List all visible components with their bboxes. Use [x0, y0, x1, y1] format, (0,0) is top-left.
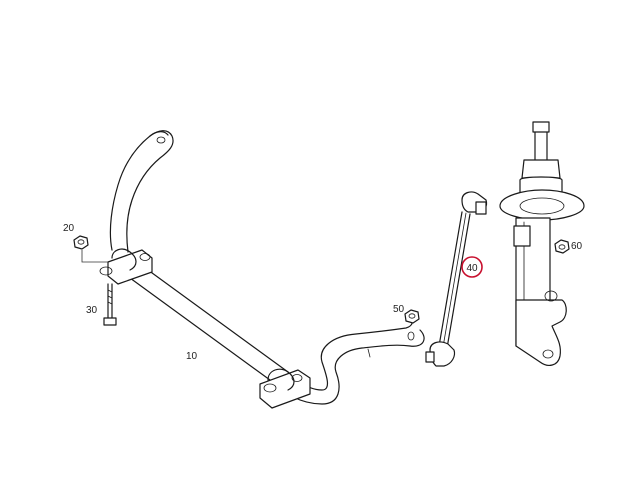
hex-nut[interactable]: [73, 235, 89, 250]
callout-30[interactable]: 30: [86, 305, 98, 316]
bolt[interactable]: [103, 283, 117, 326]
hex-nut-strut[interactable]: [554, 239, 570, 254]
stabilizer-link[interactable]: [425, 191, 488, 367]
hex-nut-link[interactable]: [404, 309, 420, 324]
bar-bushing-left: [99, 248, 153, 285]
callout-40[interactable]: 40: [466, 263, 478, 274]
callout-40-highlight[interactable]: 40: [461, 256, 483, 278]
highlight-ring: [461, 256, 483, 278]
shock-absorber-strut: [499, 121, 585, 366]
callout-10[interactable]: 10: [186, 351, 198, 362]
bar-bushing-right: [259, 368, 311, 409]
stabilizer-bar[interactable]: [99, 130, 425, 409]
callout-60[interactable]: 60: [571, 241, 583, 252]
leader-line-20: [81, 250, 108, 263]
callout-20[interactable]: 20: [63, 223, 75, 234]
callout-50[interactable]: 50: [393, 304, 405, 315]
